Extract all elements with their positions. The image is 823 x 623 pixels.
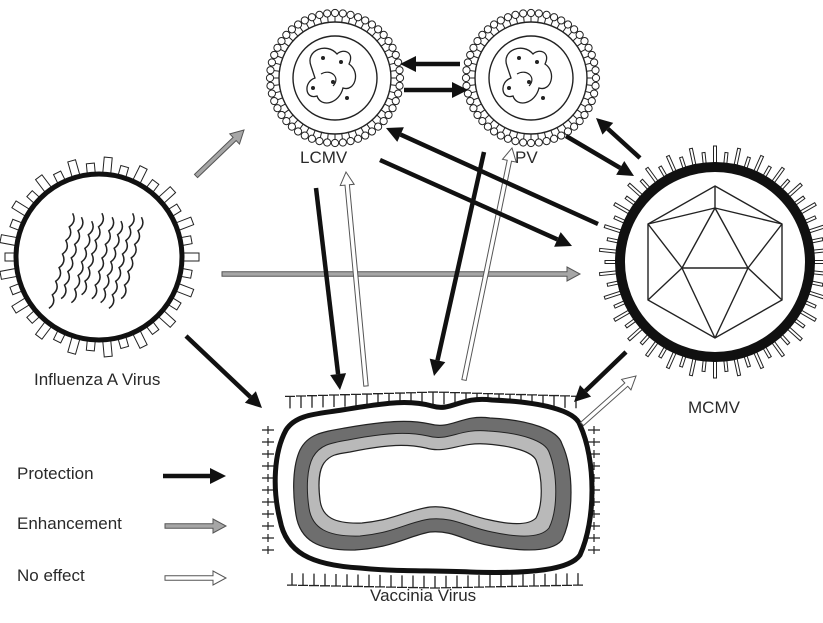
vaccinia-virus: [262, 392, 600, 588]
arrow-lcmv-to-vaccinia: [316, 188, 338, 374]
arrow-vaccinia-to-lcmv: [340, 172, 368, 386]
pv-label: PV: [515, 148, 538, 168]
mcmv-virus: [599, 146, 823, 378]
mcmv-label: MCMV: [688, 398, 740, 418]
pv-virus: [462, 9, 599, 146]
arrow-vaccinia-to-mcmv: [581, 376, 636, 426]
arrow-flu-to-lcmv: [194, 130, 244, 178]
arrow-lcmv-to-vaccinia-head: [330, 373, 346, 390]
arrow-mcmv-to-pv: [608, 129, 640, 158]
influenza-label: Influenza A Virus: [34, 370, 160, 390]
legend-no-effect-arrow: [165, 571, 226, 585]
vaccinia-label: Vaccinia Virus: [370, 586, 476, 606]
legend-arrows: [163, 468, 226, 585]
legend-protection-label: Protection: [17, 464, 94, 484]
arrow-flu-to-vaccinia: [186, 336, 250, 397]
legend-enhancement-label: Enhancement: [17, 514, 122, 534]
influenza-a-virus: [0, 157, 199, 357]
arrow-pv-to-vaccinia-head: [430, 359, 446, 376]
legend-enhancement-arrow: [165, 519, 226, 533]
arrow-flu-to-mcmv: [222, 267, 580, 281]
arrow-pv-to-mcmv: [566, 136, 620, 168]
legend-protection-arrow-head: [210, 468, 226, 484]
lcmv-label: LCMV: [300, 148, 347, 168]
lcmv-virus: [266, 9, 403, 146]
arrow-mcmv-to-vaccinia: [586, 352, 626, 391]
legend-no-effect-label: No effect: [17, 566, 85, 586]
